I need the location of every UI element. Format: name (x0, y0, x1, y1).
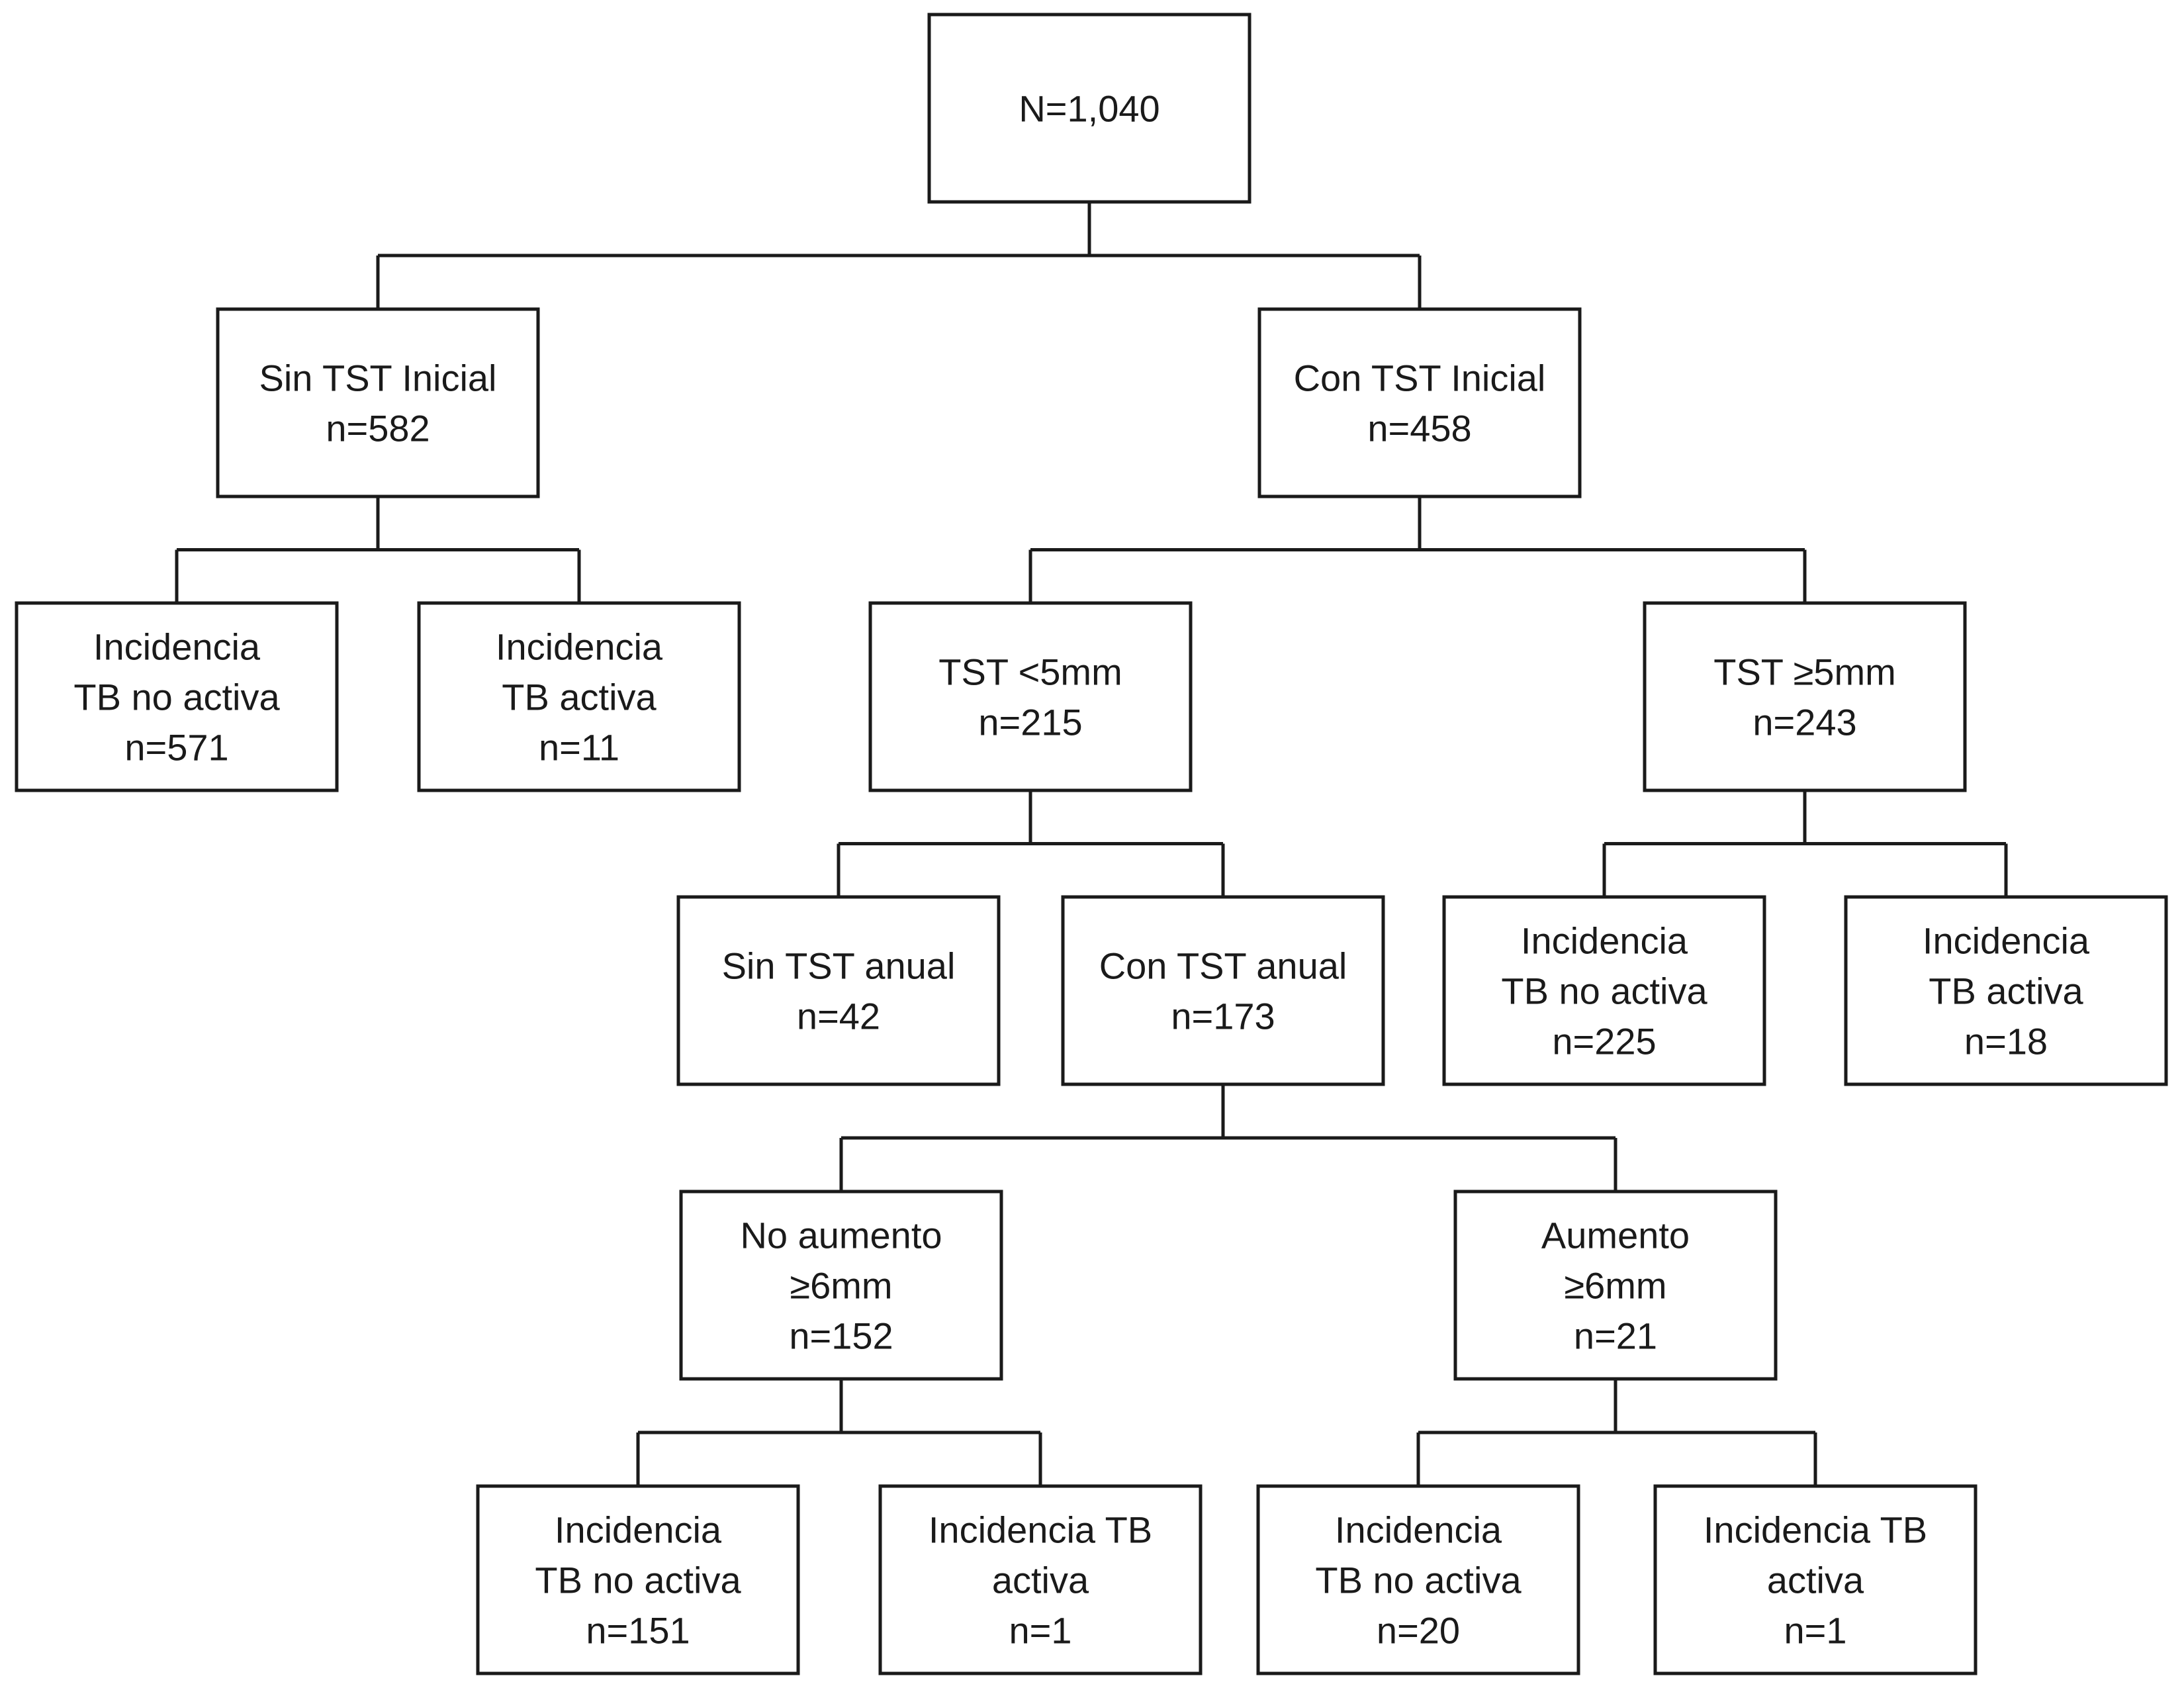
connector-con-tst-anual (839, 1084, 1617, 1192)
node-label-line: Con TST anual (1099, 945, 1347, 987)
connector-lines (175, 202, 2008, 1486)
node-label-line: TST ≥5mm (1713, 651, 1896, 693)
node-aumento-no-activa: Incidencia TB no activa n=20 (1256, 1484, 1580, 1675)
connector-con-tst-inicial (1028, 496, 1807, 603)
node-label-line: n=1 (1784, 1610, 1847, 1652)
node-label-line: n=243 (1752, 702, 1856, 743)
node-box (1643, 601, 1967, 792)
node-label-line: N=1,040 (1019, 88, 1160, 130)
node-box (1061, 895, 1385, 1086)
node-label-line: ≥6mm (790, 1265, 892, 1307)
node-sin-tst-anual: Sin TST anual n=42 (676, 895, 1001, 1086)
node-box (1442, 895, 1766, 1086)
node-con-tst-anual: Con TST anual n=173 (1061, 895, 1385, 1086)
node-label-line: Incidencia (1923, 920, 2090, 962)
node-sin-inicial-activa: Incidencia TB activa n=11 (417, 601, 741, 792)
node-mayor5-activa: Incidencia TB activa n=18 (1844, 895, 2168, 1086)
node-label-line: activa (1767, 1560, 1864, 1601)
node-label-line: n=1 (1009, 1610, 1072, 1652)
node-label-line: Incidencia (1521, 920, 1688, 962)
node-label-line: TB activa (502, 677, 657, 718)
node-tst-mayor-5mm: TST ≥5mm n=243 (1643, 601, 1967, 792)
node-label-line: ≥6mm (1564, 1265, 1666, 1307)
node-label-line: No aumento (740, 1215, 942, 1256)
node-box (927, 13, 1251, 204)
node-label-line: n=152 (789, 1315, 893, 1357)
node-label-line: TB activa (1929, 970, 2083, 1012)
node-label-line: TST <5mm (938, 651, 1122, 693)
node-label-line: TB no activa (535, 1560, 741, 1601)
node-label-line: Sin TST Inicial (259, 357, 497, 399)
node-label-line: n=225 (1552, 1021, 1656, 1062)
node-label-line: TB no activa (1315, 1560, 1522, 1601)
node-box (878, 1484, 1203, 1675)
connector-sin-tst-inicial (175, 496, 581, 603)
node-label-line: Incidencia TB (929, 1509, 1152, 1551)
connector-root (376, 202, 1422, 309)
node-label-line: Sin TST anual (722, 945, 956, 987)
node-box (676, 895, 1001, 1086)
node-root: N=1,040 (927, 13, 1251, 204)
node-label-line: TB no activa (73, 677, 280, 718)
node-label-line: n=571 (124, 727, 228, 769)
node-label-line: TB no activa (1501, 970, 1707, 1012)
node-label-line: n=21 (1574, 1315, 1657, 1357)
node-label-line: Incidencia (555, 1509, 722, 1551)
connector-no-aumento-6mm (636, 1379, 1042, 1486)
node-box (476, 1484, 800, 1675)
node-box (417, 601, 741, 792)
node-box (679, 1190, 1003, 1381)
node-box (1844, 895, 2168, 1086)
node-box (1653, 1484, 1978, 1675)
connector-tst-mayor-5mm (1602, 790, 2008, 897)
node-label-line: n=20 (1377, 1610, 1460, 1652)
node-label-line: Incidencia (93, 626, 261, 668)
node-label-line: Incidencia (1335, 1509, 1502, 1551)
node-sin-tst-inicial: Sin TST Inicial n=582 (216, 307, 540, 498)
node-con-tst-inicial: Con TST Inicial n=458 (1257, 307, 1582, 498)
node-box (868, 601, 1193, 792)
node-label-line: n=151 (586, 1610, 690, 1652)
node-label-line: n=42 (797, 996, 880, 1037)
node-aumento-6mm: Aumento ≥6mm n=21 (1453, 1190, 1778, 1381)
node-label-line: n=458 (1367, 408, 1471, 449)
node-no-aumento-no-activa: Incidencia TB no activa n=151 (476, 1484, 800, 1675)
node-aumento-activa: Incidencia TB activa n=1 (1653, 1484, 1978, 1675)
node-sin-inicial-no-activa: Incidencia TB no activa n=571 (15, 601, 339, 792)
node-label-line: n=173 (1171, 996, 1275, 1037)
node-box (15, 601, 339, 792)
node-label-line: Incidencia (496, 626, 663, 668)
node-label-line: activa (992, 1560, 1089, 1601)
node-box (216, 307, 540, 498)
node-label-line: n=11 (539, 727, 619, 769)
node-label-line: n=18 (1964, 1021, 2048, 1062)
node-label-line: n=582 (326, 408, 430, 449)
node-label-line: Con TST Inicial (1294, 357, 1546, 399)
node-no-aumento-6mm: No aumento ≥6mm n=152 (679, 1190, 1003, 1381)
node-label-line: Aumento (1541, 1215, 1690, 1256)
node-box (1453, 1190, 1778, 1381)
node-no-aumento-activa: Incidencia TB activa n=1 (878, 1484, 1203, 1675)
node-tst-menor-5mm: TST <5mm n=215 (868, 601, 1193, 792)
connector-tst-menor-5mm (837, 790, 1225, 897)
node-mayor5-no-activa: Incidencia TB no activa n=225 (1442, 895, 1766, 1086)
connector-aumento-6mm (1416, 1379, 1817, 1486)
node-box (1257, 307, 1582, 498)
node-label-line: n=215 (978, 702, 1082, 743)
node-label-line: Incidencia TB (1704, 1509, 1927, 1551)
node-box (1256, 1484, 1580, 1675)
